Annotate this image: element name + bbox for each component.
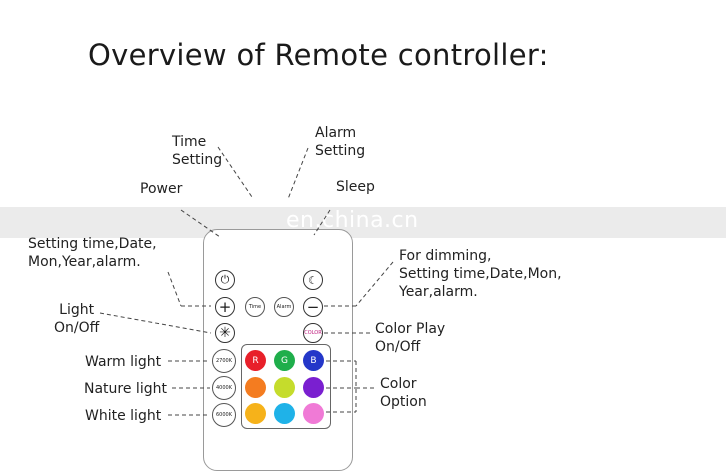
- label-warm-light: Warm light: [85, 354, 162, 370]
- color-orange-button[interactable]: [245, 377, 266, 398]
- label-nature-light: Nature light: [84, 381, 167, 397]
- label-light: Light On/Off: [54, 301, 99, 337]
- color-amber-button[interactable]: [245, 403, 266, 424]
- color-purple-button[interactable]: [303, 377, 324, 398]
- minus-icon: −: [306, 298, 320, 316]
- leader-lines: [99, 146, 394, 416]
- warm-temp-label: 2700K: [215, 358, 232, 364]
- add-button[interactable]: +: [215, 297, 235, 317]
- sleep-button[interactable]: ☾: [303, 270, 323, 290]
- watermark: en.china.cn: [286, 208, 419, 233]
- color-pink-button[interactable]: [303, 403, 324, 424]
- color-green-button[interactable]: G: [274, 350, 295, 371]
- label-time-setting-text: Time Setting: [172, 134, 223, 168]
- alarm-setting-button[interactable]: Alarm: [274, 297, 294, 317]
- moon-icon: ☾: [308, 273, 318, 287]
- label-reduce-key-text: For dimming, Setting time,Date,Mon, Year…: [399, 248, 562, 300]
- label-time-setting: Time Setting: [172, 133, 222, 169]
- plus-icon: +: [218, 298, 232, 316]
- label-color-play: Color Play On/Off: [375, 320, 445, 356]
- label-color-play-text: Color Play On/Off: [375, 321, 446, 355]
- label-add-key: Setting time,Date, Mon,Year,alarm.: [28, 235, 157, 271]
- power-button[interactable]: ⏻: [215, 270, 235, 290]
- color-grid-frame: [241, 344, 331, 429]
- white-light-button[interactable]: 6000K: [212, 403, 236, 427]
- label-color-option-text: Color Option: [380, 376, 427, 410]
- label-color-option: Color Option: [380, 375, 427, 411]
- color-play-button[interactable]: COLOR: [303, 323, 323, 343]
- label-white-light: White light: [85, 408, 162, 424]
- label-light-text: Light On/Off: [54, 302, 100, 336]
- color-cyan-button[interactable]: [274, 403, 295, 424]
- label-sleep: Sleep: [336, 179, 375, 195]
- red-label: R: [252, 355, 259, 366]
- label-reduce-key: For dimming, Setting time,Date,Mon, Year…: [399, 247, 562, 301]
- label-power: Power: [140, 181, 183, 197]
- page-title: Overview of Remote controller:: [88, 38, 549, 72]
- color-red-button[interactable]: R: [245, 350, 266, 371]
- nature-light-button[interactable]: 4000K: [212, 376, 236, 400]
- color-yellow-green-button[interactable]: [274, 377, 295, 398]
- label-add-key-text: Setting time,Date, Mon,Year,alarm.: [28, 236, 157, 270]
- warm-light-button[interactable]: 2700K: [212, 349, 236, 373]
- label-alarm-setting: Alarm Setting: [315, 124, 365, 160]
- color-play-icon: COLOR: [304, 330, 322, 336]
- label-alarm-setting-text: Alarm Setting: [315, 125, 366, 159]
- nature-temp-label: 4000K: [215, 385, 232, 391]
- power-icon: ⏻: [220, 273, 230, 286]
- watermark-strip: [0, 207, 726, 238]
- alarm-button-label: Alarm: [276, 304, 292, 310]
- reduce-button[interactable]: −: [303, 297, 323, 317]
- blue-label: B: [310, 355, 317, 366]
- white-temp-label: 6000K: [215, 412, 232, 418]
- time-setting-button[interactable]: Time: [245, 297, 265, 317]
- light-icon: ✳: [219, 325, 231, 341]
- time-button-label: Time: [248, 304, 262, 310]
- green-label: G: [281, 355, 288, 366]
- color-blue-button[interactable]: B: [303, 350, 324, 371]
- light-toggle-button[interactable]: ✳: [215, 323, 235, 343]
